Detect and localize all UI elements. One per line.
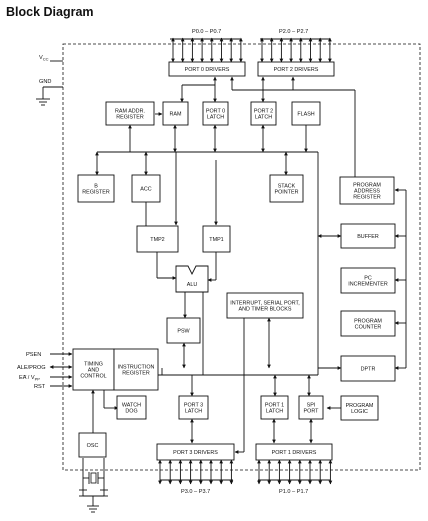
b-register-label: REGISTER xyxy=(82,190,110,196)
port0-latch-label: LATCH xyxy=(207,115,224,121)
port1-drivers-block: PORT 1 DRIVERS xyxy=(255,443,333,461)
program-logic-label: LOGIC xyxy=(351,409,368,415)
dptr-label: DPTR xyxy=(361,367,376,373)
interrupt-block-label: AND TIMER BLOCKS xyxy=(239,307,292,313)
tmp2-label: TMP2 xyxy=(150,237,164,243)
spi-port-label: SPI xyxy=(307,402,316,408)
tmp1-block: TMP1 xyxy=(202,225,231,253)
timing-control-label: CONTROL xyxy=(80,374,106,380)
watch-dog-label: DOG xyxy=(125,409,137,415)
acc-block: ACC xyxy=(131,174,161,203)
flash-label: FLASH xyxy=(297,112,314,118)
b-register-label: B xyxy=(94,183,98,189)
buffer-block: BUFFER xyxy=(340,223,396,249)
ram-addr-register-label: REGISTER xyxy=(116,115,144,121)
port1-latch-label: LATCH xyxy=(266,409,283,415)
alu-shape xyxy=(175,265,209,293)
tmp2-block: TMP2 xyxy=(136,225,179,253)
acc-label: ACC xyxy=(140,187,151,193)
ale-prog-pin-label: ALE/PROG xyxy=(17,365,46,371)
program-address-register-label: ADDRESS xyxy=(354,189,380,195)
chip-boundary xyxy=(62,43,421,471)
p0-pins-label: P0.0 – P0.7 xyxy=(192,29,221,35)
program-address-register-label: REGISTER xyxy=(353,195,381,201)
pc-incrementer-label: PC xyxy=(364,275,372,281)
psen-pin-label: PSEN xyxy=(26,352,41,358)
alu-label: ALU xyxy=(187,282,198,288)
p3-pins-label: P3.0 – P3.7 xyxy=(181,489,210,495)
flash-block: FLASH xyxy=(291,101,321,126)
ram-addr-register-block: RAM ADDR.REGISTER xyxy=(105,101,155,126)
alu-block: ALU xyxy=(187,282,198,288)
vcc-label: VCC xyxy=(39,55,49,62)
port0-drivers-block: PORT 0 DRIVERS xyxy=(168,61,246,77)
gnd-label: GND xyxy=(39,79,51,85)
pc-incrementer-label: INCREMENTER xyxy=(348,282,388,288)
port2-latch-label: PORT 2 xyxy=(254,108,273,114)
timing-control-label: AND xyxy=(88,368,99,374)
port0-drivers-label: PORT 0 DRIVERS xyxy=(185,67,230,73)
rst-pin-label: RST xyxy=(34,384,46,390)
port3-drivers-block: PORT 3 DRIVERS xyxy=(156,443,235,461)
psw-label: PSW xyxy=(177,329,190,335)
instruction-register-label: REGISTER xyxy=(122,371,150,377)
port3-latch-label: PORT 3 xyxy=(184,402,203,408)
block-diagram-title: Block Diagram xyxy=(6,5,94,19)
stack-pointer-label: POINTER xyxy=(275,190,299,196)
tmp1-label: TMP1 xyxy=(209,237,223,243)
osc-label: OSC xyxy=(87,443,99,449)
p2-pins-label: P2.0 – P2.7 xyxy=(279,29,308,35)
port2-latch-label: LATCH xyxy=(255,115,272,121)
program-address-register-label: PROGRAM xyxy=(353,182,381,188)
port2-drivers-block: PORT 2 DRIVERS xyxy=(257,61,335,77)
ea-vpp-pin-label: EA / VPP xyxy=(19,375,40,382)
program-logic-label: PROGRAM xyxy=(346,403,374,409)
watch-dog-label: WATCH xyxy=(122,402,141,408)
psw-block: PSW xyxy=(166,317,201,344)
ram-block: RAM xyxy=(162,101,189,126)
instruction-register-label: INSTRUCTION xyxy=(118,364,155,370)
stack-pointer-label: STACK xyxy=(278,183,296,189)
program-counter-label: PROGRAM xyxy=(354,318,382,324)
p1-pins-label: P1.0 – P1.7 xyxy=(279,489,308,495)
port3-drivers-label: PORT 3 DRIVERS xyxy=(173,450,218,456)
ram-addr-register-label: RAM ADDR. xyxy=(115,108,145,114)
program-counter-label: COUNTER xyxy=(355,325,382,331)
port1-drivers-label: PORT 1 DRIVERS xyxy=(272,450,317,456)
buffer-label: BUFFER xyxy=(357,234,379,240)
port0-latch-label: PORT 0 xyxy=(206,108,225,114)
dptr-block: DPTR xyxy=(340,355,396,382)
osc-block: OSC xyxy=(78,432,107,458)
port-pin-arrows xyxy=(158,37,333,485)
interrupt-block-block: INTERRUPT, SERIAL PORT,AND TIMER BLOCKS xyxy=(226,292,304,319)
timing-control-label: TIMING xyxy=(84,361,103,367)
port3-latch-label: LATCH xyxy=(185,409,202,415)
interrupt-block-label: INTERRUPT, SERIAL PORT, xyxy=(230,300,300,306)
port1-latch-label: PORT 1 xyxy=(265,402,284,408)
spi-port-label: PORT xyxy=(304,409,320,415)
ram-label: RAM xyxy=(170,112,182,118)
port2-drivers-label: PORT 2 DRIVERS xyxy=(274,67,319,73)
